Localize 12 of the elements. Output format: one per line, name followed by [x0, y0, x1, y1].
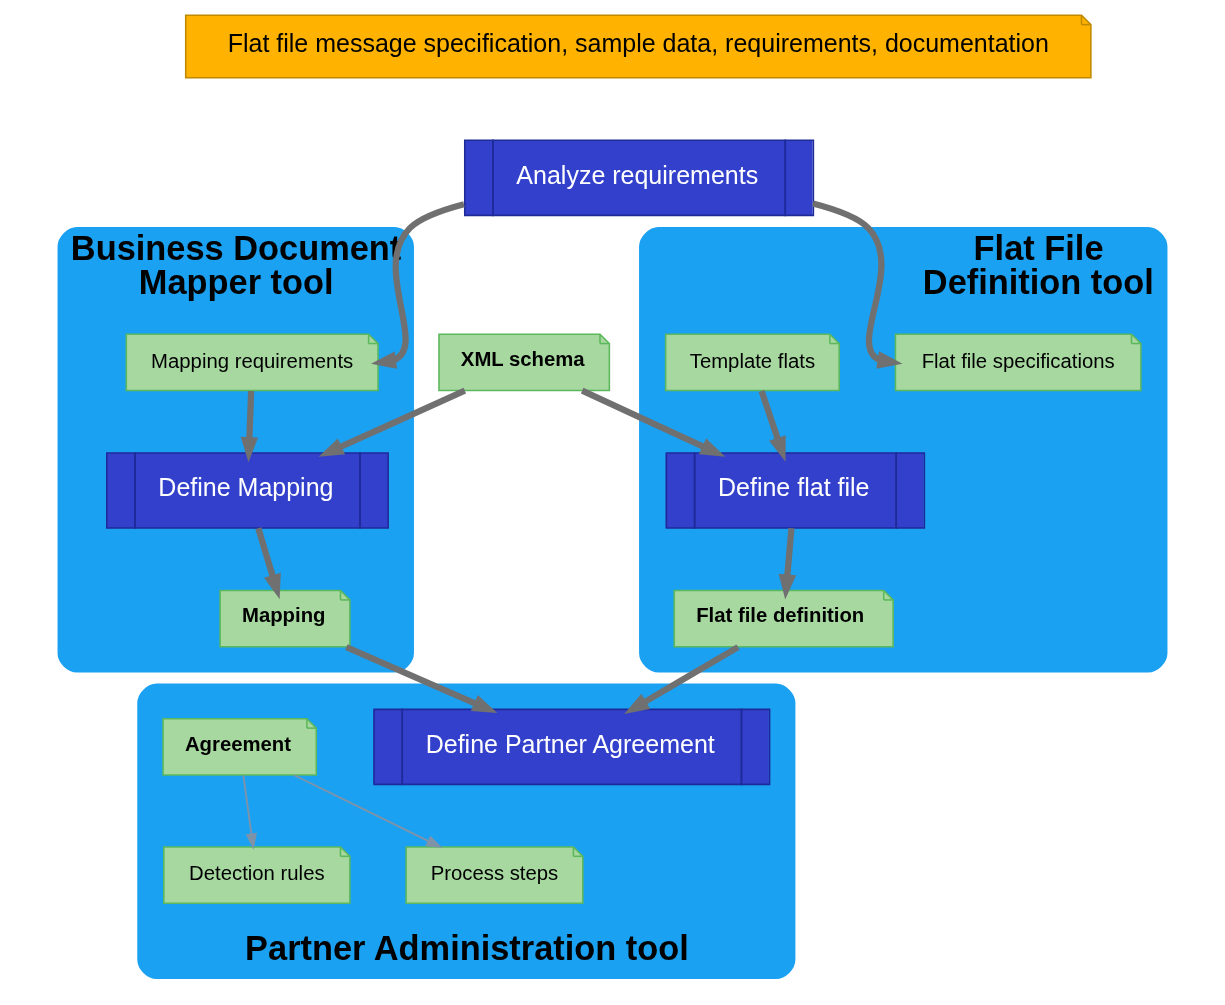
arrow: [624, 643, 740, 714]
arrow: [242, 774, 257, 850]
arrow: [255, 526, 281, 599]
arrow: [778, 527, 797, 600]
arrow: [580, 387, 726, 457]
arrow: [240, 390, 259, 462]
arrow: [345, 643, 498, 713]
arrow: [758, 389, 786, 462]
arrow: [293, 773, 443, 848]
arrow: [371, 200, 465, 369]
arrow: [812, 200, 903, 369]
arrow: [318, 387, 467, 457]
